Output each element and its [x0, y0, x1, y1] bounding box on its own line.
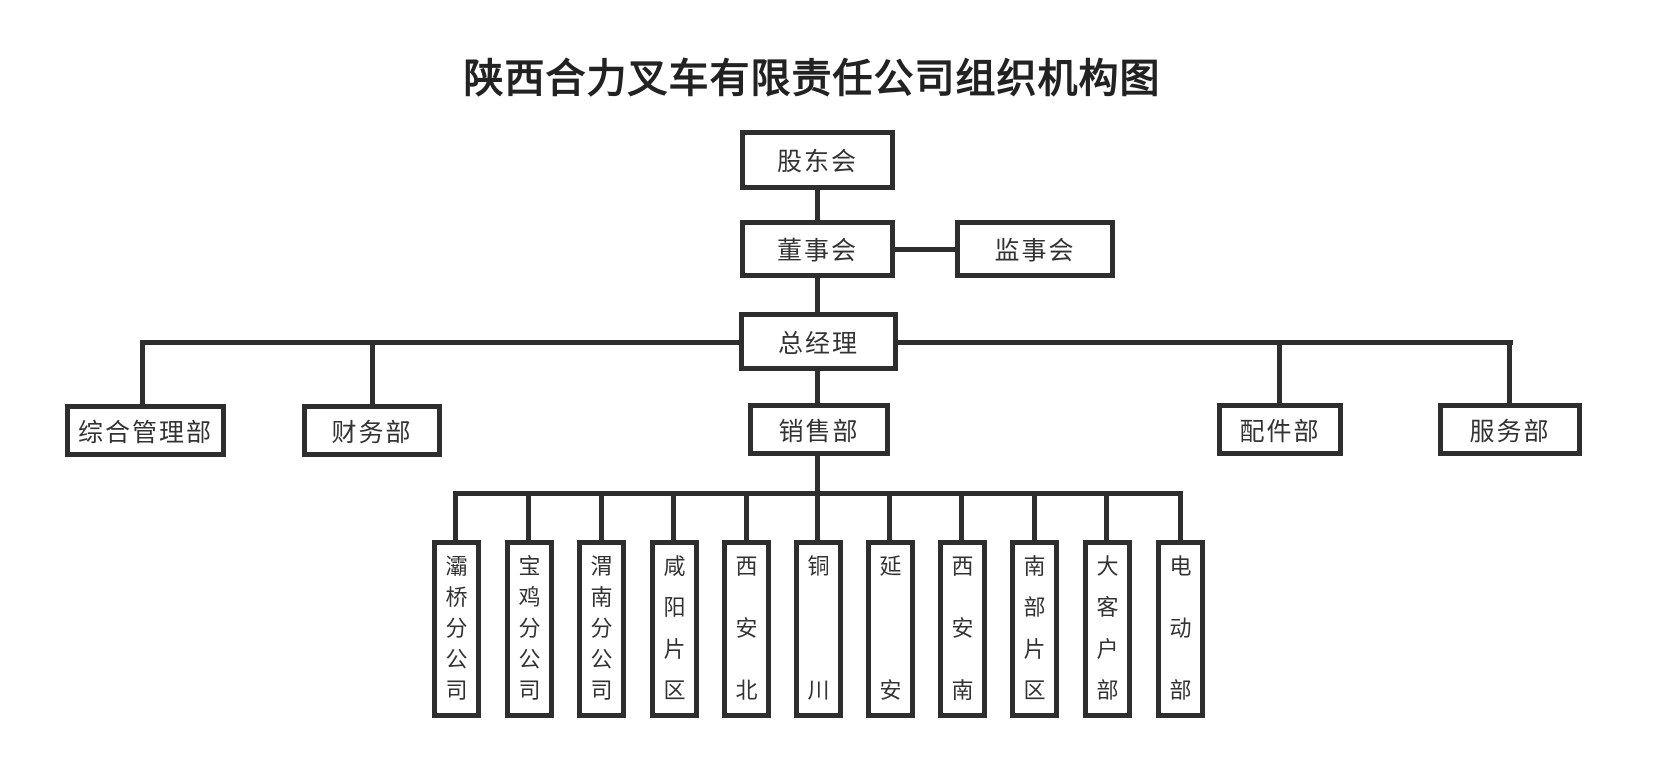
node-label-char: 安 [735, 616, 758, 641]
node-label-char: 部 [1023, 595, 1046, 621]
node-xian-north: 西安北 [722, 540, 771, 718]
node-xianyang-area: 咸阳片区 [650, 540, 699, 718]
node-baqiao-branch: 灞桥分公司 [432, 540, 481, 718]
node-label-char: 渭 [590, 554, 613, 579]
node-label-char: 片 [1023, 636, 1046, 662]
connector-drop-south-area [1032, 492, 1037, 541]
node-baoji-branch: 宝鸡分公司 [505, 540, 554, 718]
node-label-char: 司 [518, 678, 541, 703]
node-label: 财务部 [331, 419, 413, 447]
connector-sales-bus [453, 491, 1183, 496]
node-label-char: 分 [445, 616, 468, 641]
connector-sales-children [815, 454, 820, 541]
node-shareholders-meeting: 股东会 [740, 130, 895, 190]
node-finance-dept: 财务部 [302, 404, 442, 457]
node-label-char: 宝 [518, 554, 541, 579]
node-label-char: 公 [590, 647, 613, 672]
node-label: 监事会 [994, 238, 1076, 265]
connector-drop-weinan [599, 492, 604, 541]
node-label-char: 区 [1023, 677, 1046, 703]
node-label-char: 部 [1096, 677, 1119, 703]
node-label: 综合管理部 [77, 419, 213, 447]
node-label-char: 西 [735, 554, 758, 579]
node-label-char: 川 [807, 678, 830, 703]
node-label-char: 安 [879, 678, 902, 703]
node-tongchuan: 铜川 [794, 540, 843, 718]
node-supervisory-board: 监事会 [955, 220, 1115, 278]
node-label: 配件部 [1239, 418, 1321, 446]
node-label: 总经理 [777, 330, 859, 358]
node-parts-dept: 配件部 [1217, 403, 1343, 456]
node-label-char: 公 [445, 647, 468, 672]
node-label-char: 电 [1169, 554, 1192, 579]
node-label: 股东会 [776, 149, 858, 176]
connector-drop-xian-south [959, 492, 964, 541]
node-label-char: 司 [445, 678, 468, 703]
connector-drop-general-admin [140, 341, 145, 405]
node-label-char: 铜 [807, 554, 830, 579]
node-label-char: 片 [663, 636, 686, 662]
node-sales-dept: 销售部 [748, 403, 890, 456]
node-label-char: 大 [1096, 554, 1119, 579]
node-label: 销售部 [778, 418, 860, 446]
chart-title: 陕西合力叉车有限责任公司组织机构图 [463, 57, 1161, 101]
node-label-char: 分 [590, 616, 613, 641]
node-label-char: 南 [951, 678, 974, 703]
node-electric-dept: 电动部 [1156, 540, 1205, 718]
node-label-char: 公 [518, 647, 541, 672]
connector-drop-baqiao [453, 492, 458, 541]
connector-drop-key-accounts [1104, 492, 1109, 541]
node-xian-south: 西安南 [938, 540, 987, 718]
connector-board-gm [815, 276, 820, 314]
node-label-char: 南 [1023, 554, 1046, 579]
node-label-char: 部 [1169, 678, 1192, 703]
node-label-char: 区 [663, 677, 686, 703]
node-label-char: 西 [951, 554, 974, 579]
node-yanan: 延安 [866, 540, 915, 718]
node-south-area: 南部片区 [1010, 540, 1059, 718]
node-label-char: 南 [590, 585, 613, 610]
connector-drop-xian-north [744, 492, 749, 541]
connector-gm-sales [815, 369, 820, 404]
node-general-manager: 总经理 [739, 312, 898, 371]
node-label-char: 阳 [663, 595, 686, 621]
node-weinan-branch: 渭南分公司 [577, 540, 626, 718]
connector-drop-parts [1277, 341, 1282, 404]
node-label-char: 司 [590, 678, 613, 703]
connector-drop-finance [370, 341, 375, 405]
connector-drop-yanan [887, 492, 892, 541]
node-label-char: 分 [518, 616, 541, 641]
node-label-char: 咸 [663, 554, 686, 579]
node-label-char: 安 [951, 616, 974, 641]
node-label-char: 鸡 [518, 585, 541, 610]
node-label-char: 动 [1169, 616, 1192, 641]
node-label: 服务部 [1469, 418, 1551, 446]
node-label-char: 客 [1096, 595, 1119, 621]
node-label: 董事会 [776, 238, 858, 265]
node-service-dept: 服务部 [1438, 403, 1582, 456]
node-key-accounts-dept: 大客户部 [1083, 540, 1132, 718]
connector-shareholders-board [815, 188, 820, 222]
connector-drop-electric [1178, 492, 1183, 541]
node-general-admin-dept: 综合管理部 [65, 404, 226, 457]
node-label-char: 延 [879, 554, 902, 579]
node-board-of-directors: 董事会 [740, 220, 895, 278]
node-label-char: 灞 [445, 554, 468, 579]
node-label-char: 北 [735, 678, 758, 703]
connector-board-supervisory [893, 247, 957, 252]
connector-drop-baoji [526, 492, 531, 541]
connector-drop-xianyang [671, 492, 676, 541]
connector-drop-service [1507, 341, 1512, 404]
node-label-char: 桥 [445, 585, 468, 610]
node-label-char: 户 [1096, 636, 1119, 662]
